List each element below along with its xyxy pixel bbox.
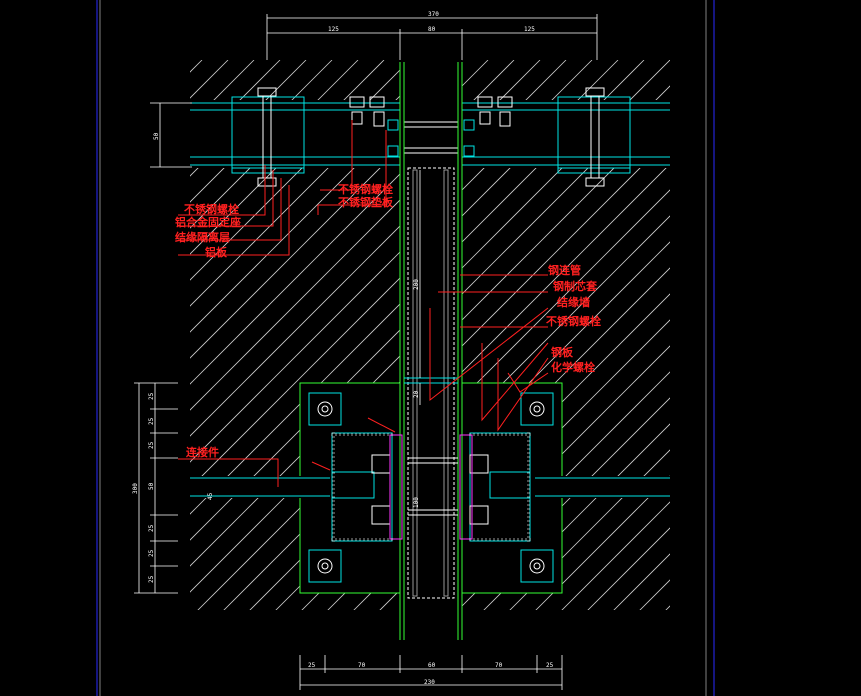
label-steel-tube: 钢连管 (548, 263, 581, 277)
hatch-stroke (0, 60, 176, 620)
left-seg-5: 25 (148, 524, 155, 532)
column-dim-20: 20 (413, 390, 420, 398)
hatch-stroke (734, 60, 861, 620)
left-upper-dimension: 50 (150, 102, 192, 168)
column-dimensions: 200 20 100 45 (207, 170, 421, 508)
label-stainless-pad: 不锈钢垫板 (338, 195, 394, 209)
bottom-seg-1: 25 (308, 662, 316, 669)
column-dim-100: 100 (413, 497, 420, 508)
hatch-stroke (483, 423, 670, 610)
bottom-seg-4: 70 (495, 662, 503, 669)
top-seg-3: 125 (524, 26, 535, 33)
label-connector: 连接件 (186, 445, 219, 459)
left-seg-3: 25 (148, 441, 155, 449)
label-stainless-bolt-left: 不锈钢螺栓 (184, 202, 239, 216)
top-seg-1: 125 (328, 26, 339, 33)
leader-lines (178, 120, 549, 487)
label-stainless-bolt-right: 不锈钢螺栓 (546, 314, 601, 328)
bottom-seg-5: 25 (546, 662, 554, 669)
left-upper-dim: 50 (153, 132, 160, 140)
plate-tick-marks (331, 432, 531, 542)
bottom-dimension: 25 70 60 70 25 230 (299, 655, 563, 690)
left-total-dim: 300 (132, 483, 139, 494)
left-seg-6: 25 (148, 549, 155, 557)
beam-band-lower (190, 476, 670, 498)
annotation-labels: 不锈钢螺栓 铝合金固定座 结缘隔离层 铝板 不锈钢螺栓 不锈钢垫板 钢连管 钢制… (174, 182, 601, 459)
label-steel-plate: 钢板 (551, 345, 574, 359)
base-plate-details (308, 377, 554, 583)
left-seg-4: 50 (148, 482, 155, 490)
column-dim-200: 200 (413, 279, 420, 290)
top-seg-2: 80 (428, 26, 436, 33)
hatch-stroke (535, 475, 670, 610)
hatch-stroke (561, 501, 670, 610)
hatch-stroke (682, 60, 861, 620)
hatch-stroke (838, 60, 861, 620)
label-chemical-bolt: 化学螺栓 (551, 360, 595, 374)
label-stainless-bolt-mid: 不锈钢螺栓 (338, 182, 393, 196)
label-steel-core: 钢制芯套 (553, 279, 598, 293)
dim-45: 45 (207, 492, 214, 500)
top-dimension: 370 125 80 125 (266, 11, 598, 60)
bottom-seg-3: 60 (428, 662, 436, 669)
lower-beam (190, 477, 670, 497)
bottom-seg-2: 70 (358, 662, 366, 669)
upper-left-clamp (231, 87, 305, 187)
label-insulated-wall: 结缘墙 (556, 295, 590, 309)
top-total-dim: 370 (428, 11, 439, 18)
left-seg-1: 25 (148, 392, 155, 400)
left-seg-7: 25 (148, 575, 155, 583)
label-aluminum-plate: 铝板 (205, 245, 228, 259)
hatch-stroke (190, 60, 203, 73)
upper-mid-bolts (349, 96, 513, 157)
label-aluminum-base: 铝合金固定座 (175, 215, 241, 229)
bottom-total-dim: 230 (424, 679, 435, 686)
hatch-stroke (0, 60, 150, 620)
left-seg-2: 25 (148, 417, 155, 425)
hatch-stroke (509, 449, 670, 610)
left-lower-dimension: 300 25 25 25 50 25 25 25 (132, 382, 178, 594)
hatch-stroke (812, 60, 861, 620)
label-insulation-layer: 结缘隔离层 (174, 230, 230, 244)
hatch-stroke (786, 60, 861, 620)
hatch-stroke (760, 60, 861, 620)
upper-right-clamp (557, 87, 631, 187)
hatch-stroke (708, 60, 861, 620)
hatch-stroke (665, 605, 670, 610)
